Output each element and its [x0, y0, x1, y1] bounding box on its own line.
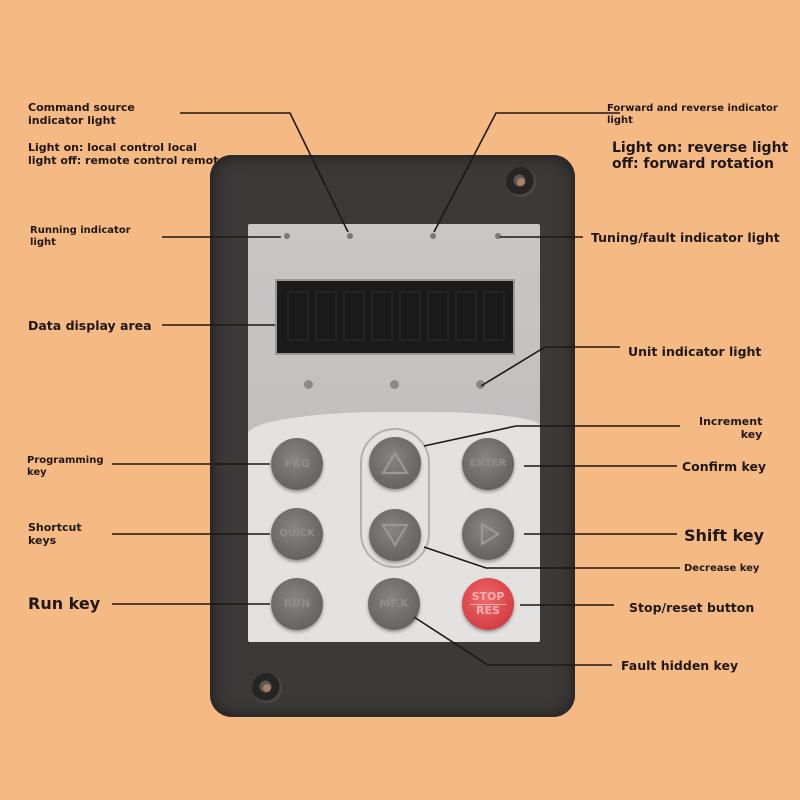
unit-led-3 — [476, 380, 485, 389]
run-key[interactable]: RUN — [271, 578, 323, 630]
label-reverse-forward-note: Light on: reverse light off: forward rot… — [612, 140, 789, 173]
running-indicator-led — [284, 233, 290, 239]
label-confirm: Confirm key — [682, 459, 767, 474]
stop-reset-key[interactable]: STOP RES — [462, 578, 514, 630]
decrease-key[interactable] — [369, 509, 421, 561]
label-run-key: Run key — [28, 594, 101, 613]
label-running-indicator: Running indicator light — [30, 225, 131, 248]
forward-reverse-led — [430, 233, 436, 239]
label-stop-reset: Stop/reset button — [629, 600, 755, 615]
unit-led-2 — [390, 380, 399, 389]
tuning-fault-led — [495, 233, 501, 239]
enter-key[interactable]: ENTER — [462, 438, 514, 490]
label-forward-reverse: Forward and reverse indicator light — [607, 103, 778, 126]
updown-frame — [360, 428, 430, 568]
command-source-led — [347, 233, 353, 239]
label-unit-indicator: Unit indicator light — [628, 344, 762, 359]
quick-key[interactable]: QUICK — [271, 508, 323, 560]
mf-key[interactable]: MF.K — [368, 578, 420, 630]
unit-led-1 — [304, 380, 313, 389]
label-shift: Shift key — [684, 526, 765, 545]
increment-key[interactable] — [369, 437, 421, 489]
stop-key-label: STOP — [469, 590, 507, 605]
label-command-source: Command source indicator light — [28, 101, 135, 127]
screw-bottom-left — [252, 673, 282, 703]
label-fault-hidden: Fault hidden key — [621, 658, 739, 673]
shift-key[interactable] — [462, 508, 514, 560]
label-tuning-fault: Tuning/fault indicator light — [591, 230, 780, 245]
right-arrow-icon — [480, 522, 501, 546]
label-data-display: Data display area — [28, 318, 152, 333]
up-arrow-icon — [381, 450, 409, 475]
label-local-remote: Light on: local control local light off:… — [28, 141, 219, 167]
label-decrease: Decrease key — [684, 563, 760, 574]
screw-top-right — [506, 167, 536, 197]
label-shortcut: Shortcut keys — [28, 521, 82, 547]
reset-key-label: RES — [476, 604, 500, 617]
data-display — [275, 279, 515, 355]
prg-key[interactable]: PRG — [271, 438, 323, 490]
label-increment: Increment key — [699, 415, 763, 441]
label-programming: Programming key — [27, 455, 104, 478]
down-arrow-icon — [381, 523, 409, 548]
